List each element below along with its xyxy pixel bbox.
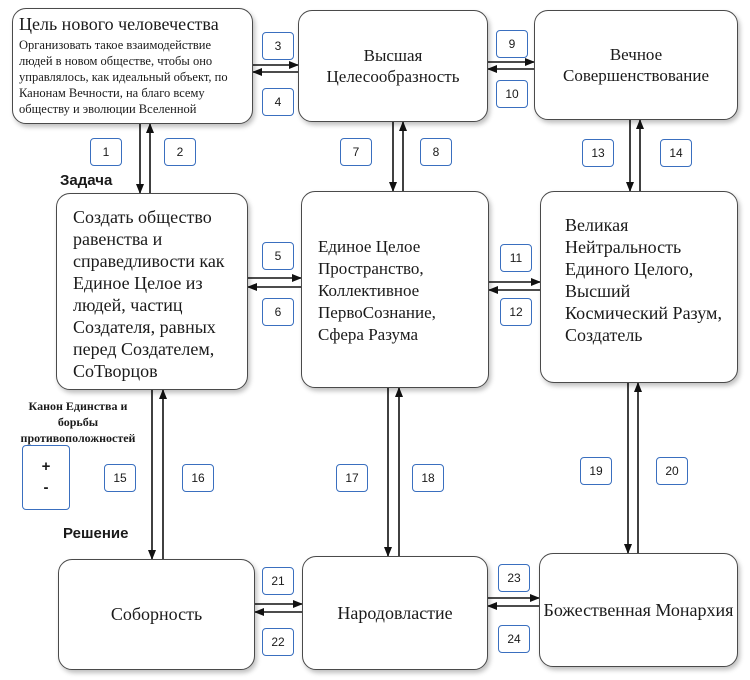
plus-minus-box: + - <box>22 445 70 510</box>
number-badge-20: 20 <box>656 457 688 485</box>
number-badge-3: 3 <box>262 32 294 60</box>
number-badge-14: 14 <box>660 139 692 167</box>
create-society-text: Создать общество равенства и справедливо… <box>73 207 225 381</box>
great-neutrality-box: Великая Нейтральность Единого Целого, Вы… <box>540 191 738 383</box>
single-whole-text: Единое Целое Пространство, Коллективное … <box>318 237 436 344</box>
number-badge-6: 6 <box>262 298 294 326</box>
democracy-box: Народовластие <box>302 556 488 670</box>
task-label: Задача <box>60 172 113 189</box>
single-whole-box: Единое Целое Пространство, Коллективное … <box>301 191 489 388</box>
create-society-box: Создать общество равенства и справедливо… <box>56 193 248 390</box>
number-badge-24: 24 <box>498 625 530 653</box>
eternal-improvement-box: Вечное Совершенствование <box>534 10 738 120</box>
number-badge-19: 19 <box>580 457 612 485</box>
higher-purpose-text: Высшая Целесообразность <box>326 46 460 86</box>
divine-monarchy-text: Божественная Монархия <box>543 599 734 620</box>
number-badge-22: 22 <box>262 628 294 656</box>
democracy-text: Народовластие <box>337 602 453 623</box>
number-badge-17: 17 <box>336 464 368 492</box>
number-badge-8: 8 <box>420 138 452 166</box>
number-badge-9: 9 <box>496 30 528 58</box>
canon-label: Канон Единства и борьбы противоположност… <box>20 399 136 445</box>
goal-title: Цель нового человечества <box>19 14 219 34</box>
solution-label: Решение <box>63 525 129 542</box>
number-badge-2: 2 <box>164 138 196 166</box>
number-badge-18: 18 <box>412 464 444 492</box>
divine-monarchy-box: Божественная Монархия <box>539 553 738 667</box>
eternal-improvement-text: Вечное Совершенствование <box>562 45 710 85</box>
number-badge-13: 13 <box>582 139 614 167</box>
number-badge-16: 16 <box>182 464 214 492</box>
minus-sign: - <box>43 479 49 496</box>
number-badge-23: 23 <box>498 564 530 592</box>
number-badge-4: 4 <box>262 88 294 116</box>
number-badge-1: 1 <box>90 138 122 166</box>
plus-sign: + <box>41 458 51 475</box>
sobornost-box: Соборность <box>58 559 255 670</box>
number-badge-5: 5 <box>262 242 294 270</box>
higher-purpose-box: Высшая Целесообразность <box>298 10 488 122</box>
number-badge-7: 7 <box>340 138 372 166</box>
great-neutrality-text: Великая Нейтральность Единого Целого, Вы… <box>565 215 722 345</box>
sobornost-text: Соборность <box>110 604 203 624</box>
goal-body: Организовать такое взаимодействие людей … <box>19 38 228 116</box>
number-badge-11: 11 <box>500 244 532 272</box>
number-badge-10: 10 <box>496 80 528 108</box>
goal-box: Цель нового человечества Организовать та… <box>12 8 253 124</box>
number-badge-21: 21 <box>262 567 294 595</box>
number-badge-12: 12 <box>500 298 532 326</box>
number-badge-15: 15 <box>104 464 136 492</box>
